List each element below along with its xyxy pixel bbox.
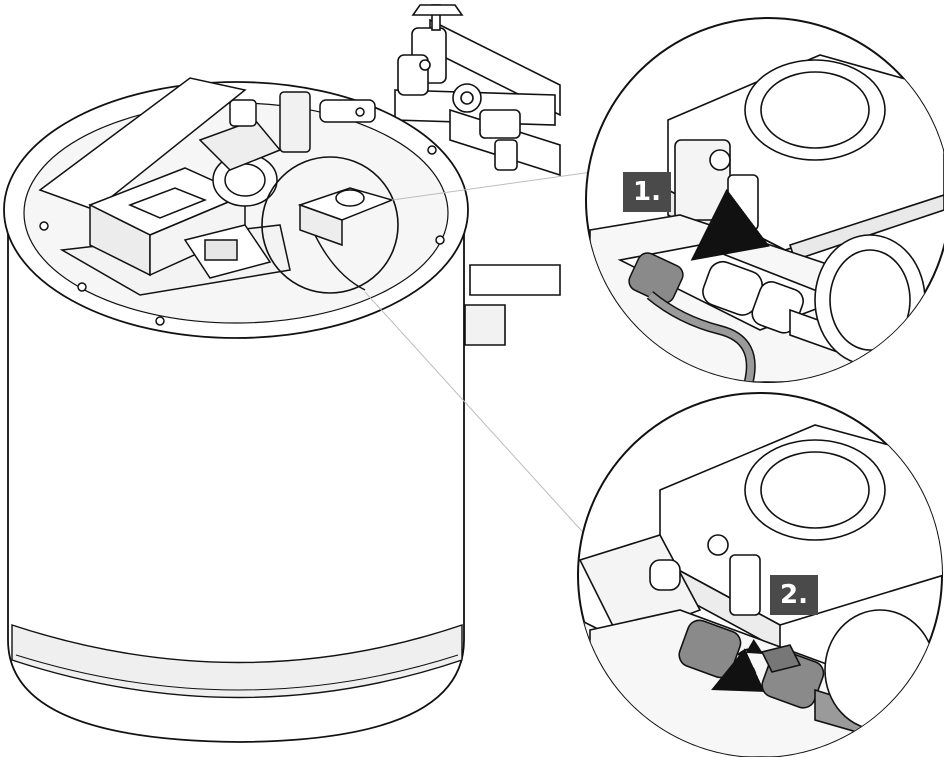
- shutoff-valve: [397, 4, 464, 96]
- latch-press-arrow: [737, 639, 764, 656]
- detail-view-1: [585, 17, 944, 383]
- step-1-badge: 1.: [623, 172, 671, 212]
- detail-view-2: [577, 392, 943, 757]
- detail-highlight-circle: [261, 156, 399, 294]
- step-2-badge: 2.: [770, 575, 818, 615]
- leader-line-1: [391, 171, 593, 201]
- lid-components: [38, 77, 445, 326]
- pressure-valve: [452, 83, 521, 171]
- leader-line-2: [364, 291, 591, 541]
- cable-small: [314, 234, 366, 291]
- pull-arrow-2: [711, 648, 765, 692]
- pull-arrow-1: [690, 188, 770, 261]
